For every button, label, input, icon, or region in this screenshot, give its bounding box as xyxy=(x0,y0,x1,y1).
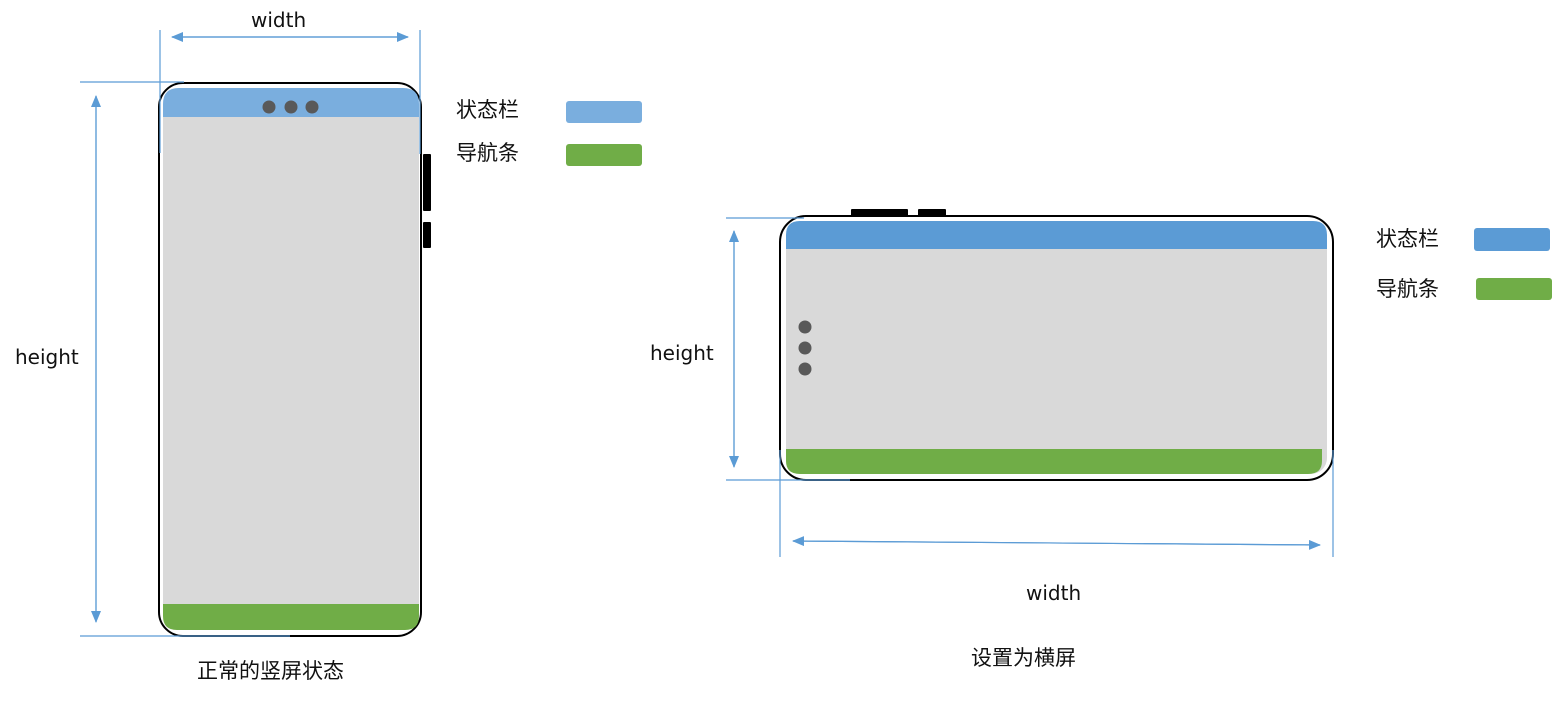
landscape-legend-nav-label: 导航条 xyxy=(1376,277,1439,301)
landscape-legend-status-label: 状态栏 xyxy=(1376,227,1439,251)
portrait-camera-dot xyxy=(262,100,276,114)
portrait-phone xyxy=(158,82,431,637)
portrait-caption: 正常的竖屏状态 xyxy=(197,659,344,683)
landscape-nav-bar xyxy=(786,449,1322,474)
portrait-volume-button xyxy=(423,154,431,211)
landscape-height-label: height xyxy=(650,341,714,365)
landscape-legend-status-swatch xyxy=(1474,228,1550,251)
landscape-dimensions xyxy=(726,217,1334,557)
portrait-legend-nav-swatch xyxy=(566,144,642,166)
landscape-screen xyxy=(786,221,1327,474)
portrait-width-label: width xyxy=(251,8,307,32)
portrait-camera-dot xyxy=(305,100,319,114)
portrait-legend-status-swatch xyxy=(566,101,642,123)
landscape-legend-nav-swatch xyxy=(1476,278,1552,300)
landscape-status-bar xyxy=(786,221,1327,249)
portrait-dimensions xyxy=(80,30,421,637)
landscape-width-arrow-back xyxy=(792,536,1321,547)
portrait-screen xyxy=(163,88,419,630)
portrait-nav-bar xyxy=(163,604,419,630)
portrait-camera-dot xyxy=(284,100,298,114)
landscape-phone xyxy=(779,209,1334,481)
portrait-legend-nav-label: 导航条 xyxy=(456,141,519,165)
landscape-camera-dot xyxy=(798,362,812,376)
landscape-camera-dot xyxy=(798,341,812,355)
portrait-power-button xyxy=(423,222,431,248)
landscape-caption: 设置为横屏 xyxy=(971,646,1076,670)
portrait-height-label: height xyxy=(15,345,79,369)
landscape-width-label: width xyxy=(1026,581,1082,605)
landscape-camera-dot xyxy=(798,320,812,334)
portrait-legend-status-label: 状态栏 xyxy=(456,98,519,122)
